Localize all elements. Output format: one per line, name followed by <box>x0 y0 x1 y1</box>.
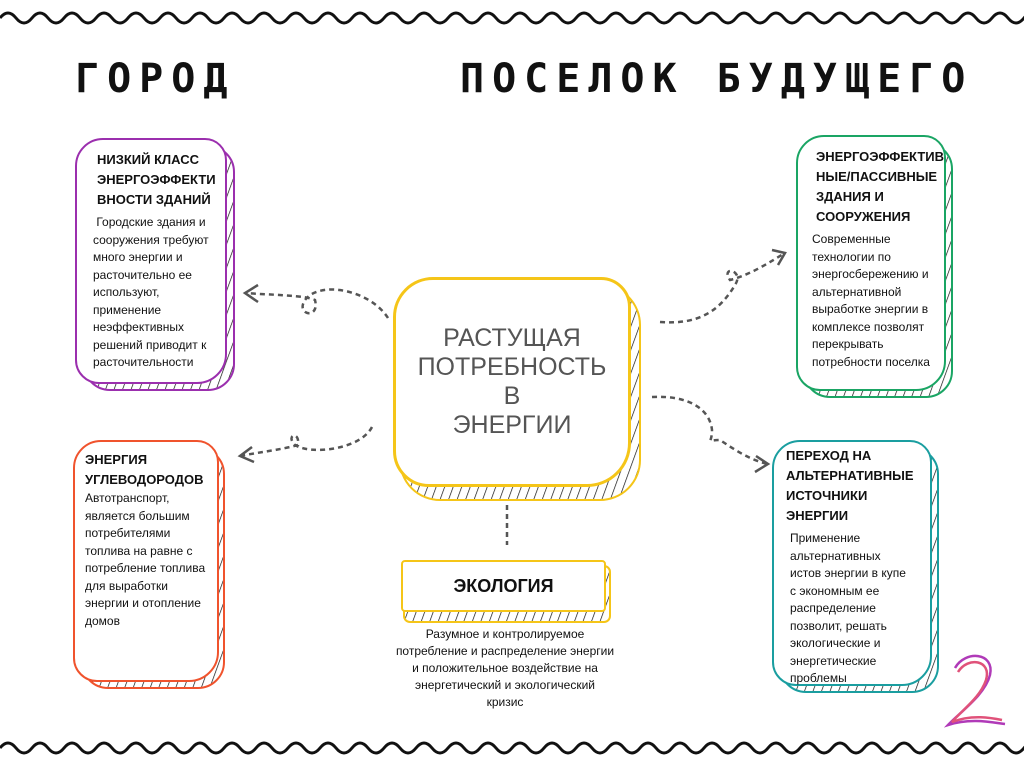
hydrocarbons-heading: ЭНЕРГИЯ УГЛЕВОДОРОДОВ <box>85 450 213 490</box>
text-line: выработке энергии в <box>812 302 929 316</box>
heading-line: ЭНЕРГИЯ <box>85 452 148 467</box>
text-line: много энергии и <box>93 250 183 264</box>
central-topic-line: В <box>503 382 521 410</box>
text-line: позволит, решать <box>790 618 887 633</box>
ecology-text: Разумное и контролируемое потребление и … <box>370 626 640 711</box>
text-line: неэффективных <box>93 320 185 334</box>
text-line: Современные <box>812 232 891 246</box>
text-line: расточительно ее <box>93 267 192 282</box>
text-line: кризис <box>486 695 524 709</box>
hydrocarbons-box: ЭНЕРГИЯ УГЛЕВОДОРОДОВ Автотранспорт, явл… <box>73 440 219 682</box>
hydrocarbons-text: Автотранспорт, является большим потребит… <box>85 490 213 630</box>
arrowhead-right-bottom <box>754 454 771 474</box>
passive-text: Современные технологии по энергосбережен… <box>812 231 940 371</box>
text-line: технологии по <box>812 249 891 264</box>
central-topic-line: ПОТРЕБНОСТЬ <box>417 353 607 381</box>
arrow-to-passive <box>659 251 786 324</box>
heading-line: ЭНЕРГОЭФФЕКТИ <box>97 172 216 187</box>
text-line: энергетический и экологический <box>414 678 596 692</box>
alternative-text: Применение альтернативных истов энергии … <box>786 530 928 688</box>
text-line: перекрывать <box>812 337 884 351</box>
city-title: ГОРОД <box>75 56 236 102</box>
central-topic-line: РАСТУЩАЯ <box>443 324 581 352</box>
ecology-heading: ЭКОЛОГИЯ <box>453 575 554 596</box>
heading-line: УГЛЕВОДОРОДОВ <box>85 472 204 487</box>
top-wave-border <box>0 11 1024 25</box>
text-line: расточительности <box>93 355 194 369</box>
alternative-box: ПЕРЕХОД НА АЛЬТЕРНАТИВНЫЕ ИСТОЧНИКИ ЭНЕР… <box>772 440 932 686</box>
text-line: потребление и распределение энергии <box>395 644 615 658</box>
buildings-text: Городские здания и сооружения требуют мн… <box>93 214 217 372</box>
text-line: Городские здания и <box>93 215 206 229</box>
text-line: энергии и отопление <box>85 596 201 610</box>
heading-line: НИЗКИЙ КЛАСС <box>97 152 200 167</box>
text-line: энергосбережению и <box>812 267 929 281</box>
text-line: потребителями <box>85 526 171 540</box>
passive-box: ЭНЕРГОЭФФЕКТИВ НЫЕ/ПАССИВНЫЕ ЗДАНИЯ И СО… <box>796 135 946 391</box>
heading-line: СООРУЖЕНИЯ <box>816 209 911 224</box>
text-line: комплексе позволят <box>812 319 925 334</box>
text-line: Разумное и контролируемое <box>425 627 585 641</box>
text-line: для выработки <box>85 578 168 593</box>
arrow-to-hydrocarbons <box>239 426 374 458</box>
text-line: потребление топлива <box>85 561 206 575</box>
central-topic: РАСТУЩАЯ ПОТРЕБНОСТЬ В ЭНЕРГИИ <box>393 277 631 487</box>
text-line: экологические и <box>790 636 881 650</box>
future-village-title: ПОСЕЛОК БУДУЩЕГО <box>460 56 974 102</box>
text-line: является большим <box>85 508 190 523</box>
text-line: топлива на равне с <box>85 543 193 558</box>
central-topic-line: ЭНЕРГИИ <box>452 411 572 439</box>
text-line: с экономным ее <box>790 583 880 598</box>
text-line: альтернативных <box>790 548 881 563</box>
page-number-2-icon <box>943 654 1006 728</box>
text-line: применение <box>93 302 162 317</box>
passive-heading: ЭНЕРГОЭФФЕКТИВ НЫЕ/ПАССИВНЫЕ ЗДАНИЯ И СО… <box>812 147 944 227</box>
text-line: Применение <box>790 531 861 545</box>
alternative-heading: ПЕРЕХОД НА АЛЬТЕРНАТИВНЫЕ ИСТОЧНИКИ ЭНЕР… <box>786 446 928 526</box>
heading-line: ЭНЕРГИИ <box>786 508 849 523</box>
text-line: проблемы <box>790 671 847 685</box>
heading-line: ЭНЕРГОЭФФЕКТИВ <box>816 149 944 164</box>
buildings-box: НИЗКИЙ КЛАСС ЭНЕРГОЭФФЕКТИ ВНОСТИ ЗДАНИЙ… <box>75 138 227 384</box>
text-line: распределение <box>790 601 876 615</box>
heading-line: ВНОСТИ ЗДАНИЙ <box>97 192 211 207</box>
heading-line: ЗДАНИЯ И <box>816 189 884 204</box>
arrowhead-left-bottom <box>237 446 255 464</box>
text-line: домов <box>85 613 120 628</box>
text-line: потребности поселка <box>812 354 930 369</box>
heading-line: АЛЬТЕРНАТИВНЫЕ <box>786 468 914 483</box>
arrow-to-alternative <box>651 395 769 466</box>
heading-line: НЫЕ/ПАССИВНЫЕ <box>816 169 938 184</box>
arrowhead-left-top <box>242 283 259 304</box>
buildings-heading: НИЗКИЙ КЛАСС ЭНЕРГОЭФФЕКТИ ВНОСТИ ЗДАНИЙ <box>93 150 217 210</box>
arrowhead-right-top <box>771 248 787 266</box>
heading-line: ИСТОЧНИКИ <box>786 488 868 503</box>
text-line: решений приводит к <box>93 337 207 352</box>
heading-line: ПЕРЕХОД НА <box>786 448 872 463</box>
bottom-wave-border <box>0 741 1024 755</box>
text-line: истов энергии в купе <box>790 566 906 580</box>
ecology-box: ЭКОЛОГИЯ <box>401 560 606 612</box>
arrow-to-buildings <box>244 288 390 319</box>
text-line: и положительное воздействие на <box>412 661 598 675</box>
text-line: используют, <box>93 285 160 299</box>
text-line: альтернативной <box>812 284 902 299</box>
text-line: энергетические <box>790 653 877 668</box>
text-line: сооружения требуют <box>93 232 209 247</box>
text-line: Автотранспорт, <box>85 491 170 505</box>
